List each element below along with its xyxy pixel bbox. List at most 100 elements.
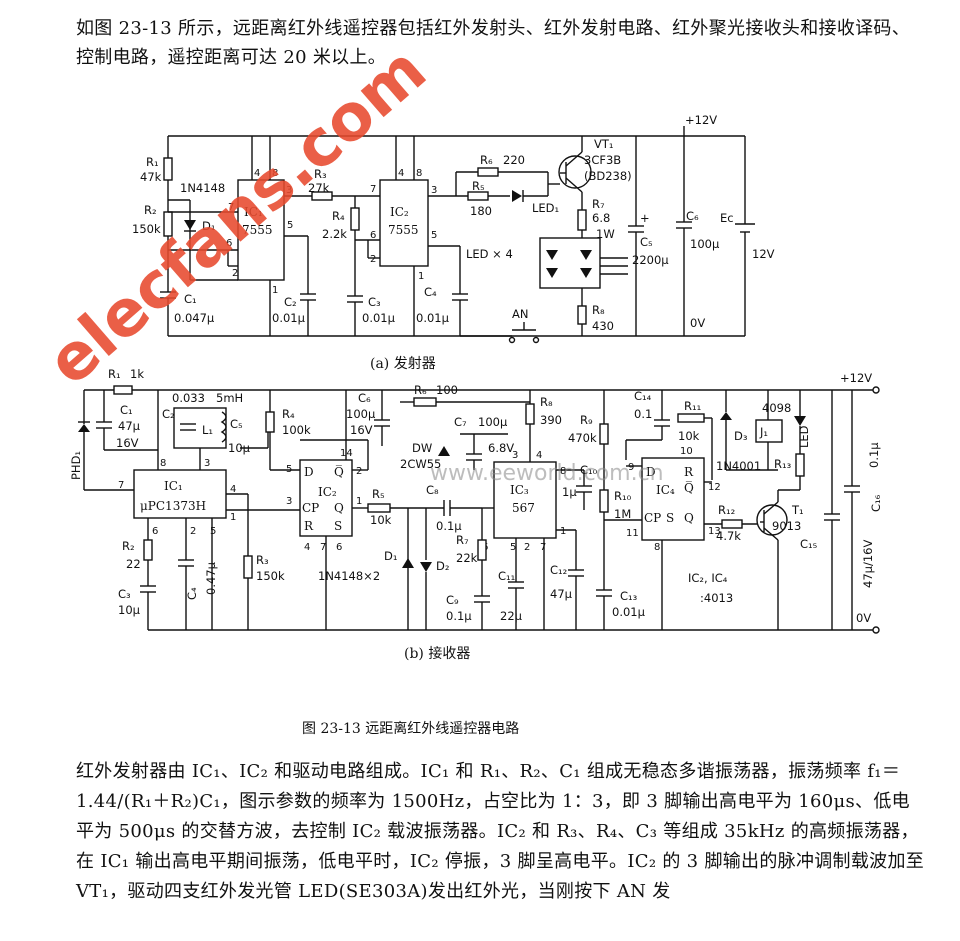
rx-c2-value: 0.033 — [172, 391, 205, 405]
tx-ic2-pin6: 6 — [370, 230, 376, 241]
tx-c1-label: C₁ — [184, 292, 197, 306]
rx-t1-part: 9013 — [772, 519, 801, 533]
rx-ic2-q: Q — [334, 501, 344, 515]
rx-led — [794, 416, 806, 426]
rx-diodes-part: 1N4148×2 — [318, 569, 380, 583]
rx-ic1-part: μPC1373H — [140, 499, 206, 513]
rx-c16-value: 0.1μ — [867, 442, 881, 468]
rx-phd1-label: PHD₁ — [69, 451, 83, 480]
rx-c7-value: 100μ — [478, 415, 508, 429]
rx-r4 — [265, 411, 275, 433]
rx-r4-label: R₄ — [282, 407, 295, 421]
tx-led1 — [512, 190, 522, 202]
tx-ic1-pin1: 1 — [272, 285, 278, 296]
rx-c11-label: C₁₁ — [498, 569, 515, 583]
rx-ic4-s: S — [666, 511, 674, 525]
tx-r6-label: R₆ — [480, 153, 493, 167]
rx-r8-value: 390 — [540, 413, 562, 427]
rx-l1-value: 5mH — [216, 391, 243, 405]
figure-caption: 图 23-13 远距离红外线遥控器电路 — [302, 720, 519, 737]
rx-c13-label: C₁₃ — [620, 589, 638, 603]
rx-r6-label: R₆ — [414, 383, 427, 397]
rx-ic1-pin5: 5 — [210, 526, 216, 537]
rx-dw-label: DW — [412, 441, 432, 455]
rx-ic3-pin1: 1 — [560, 526, 566, 537]
rx-c7-label: C₇ — [454, 415, 467, 429]
rx-ic3-pin7: 7 — [540, 542, 546, 553]
tx-ic1-pin3: 3 — [286, 185, 292, 196]
tx-c2-value: 0.01μ — [272, 311, 306, 325]
tx-c4-value: 0.01μ — [416, 311, 450, 325]
rx-ic3-part: 567 — [512, 501, 535, 515]
rx-r7 — [477, 539, 487, 561]
rx-ic4-cp: CP — [644, 511, 661, 525]
rx-supply-label: +12V — [840, 371, 872, 385]
rx-c6-label: C₆ — [358, 391, 371, 405]
rx-ic3-pin2: 2 — [524, 542, 530, 553]
tx-r6-value: 220 — [503, 153, 525, 167]
tx-d1-label: D₁ — [202, 219, 215, 233]
rx-r8 — [525, 403, 535, 425]
rx-r1 — [113, 385, 133, 395]
rx-c5-value: 10μ — [228, 441, 251, 455]
rx-d2-label: D₂ — [436, 559, 449, 573]
tx-ic2-pin2: 2 — [370, 254, 376, 265]
rx-ic4-pin10: 10 — [680, 446, 693, 457]
rx-ic4-pin12: 12 — [708, 482, 721, 493]
rx-lc-tank — [173, 407, 227, 449]
rx-r12-label: R₁₂ — [718, 503, 735, 517]
tx-r7 — [577, 209, 587, 231]
tx-r6 — [477, 167, 499, 177]
rx-ic1-pin1: 1 — [230, 512, 236, 523]
rx-c1-label: C₁ — [120, 403, 133, 417]
rx-j1-label: J₁ — [759, 425, 768, 439]
rx-ic4-qbar: Q̅ — [684, 480, 694, 495]
rx-r9-value: 470k — [568, 431, 597, 445]
rx-dw-value: 6.8V — [488, 441, 514, 455]
rx-c12-label: C₁₂ — [550, 563, 567, 577]
rx-r9 — [599, 423, 609, 445]
tx-r7-value: 6.8 — [592, 211, 610, 225]
tx-ic2-pin8: 8 — [416, 168, 422, 179]
rx-l1-coil — [220, 411, 227, 443]
rx-ic4-d: D — [646, 465, 656, 479]
rx-led-label: LED — [797, 425, 811, 448]
rx-ic2-pin2: 2 — [356, 466, 362, 477]
rx-c8-value: 0.1μ — [436, 519, 462, 533]
rx-ic3-pin5: 5 — [510, 542, 516, 553]
rx-ic3-label: IC₃ — [510, 483, 529, 497]
rx-ic3-pin4: 4 — [536, 450, 542, 461]
rx-ic2-r: R — [304, 519, 314, 533]
rx-c13-value: 0.01μ — [612, 605, 646, 619]
tx-ic1-part: 7555 — [242, 223, 273, 237]
tx-ic1-pin7: 7 — [228, 202, 234, 213]
tx-vt1-alt: (BD238) — [584, 169, 632, 183]
rx-ic2-pin4: 4 — [304, 542, 310, 553]
rx-ic2-pin6: 6 — [336, 542, 342, 553]
tx-r8 — [577, 305, 587, 325]
rx-c1-value: 47μ — [118, 419, 141, 433]
rx-c3-value: 10μ — [118, 603, 141, 617]
rx-ic1 — [133, 469, 227, 519]
rx-ic2-pin3: 3 — [286, 496, 292, 507]
rx-d3 — [720, 412, 732, 420]
tx-c5-label: C₅ — [640, 235, 653, 249]
tx-d1-diode — [184, 220, 196, 230]
rx-r3-value: 150k — [256, 569, 285, 583]
rx-r7-label: R₇ — [456, 533, 469, 547]
rx-d2 — [420, 562, 432, 572]
tx-r5-label: R₅ — [472, 179, 485, 193]
tx-c6-value: 100μ — [690, 237, 720, 251]
rx-c12-value: 47μ — [550, 587, 573, 601]
rx-ic1-pin7: 7 — [118, 480, 124, 491]
tx-ground-label: 0V — [690, 316, 705, 330]
rx-d1 — [402, 558, 414, 568]
rx-ic4-pin11: 11 — [626, 528, 639, 539]
rx-c15-label: C₁₅ — [800, 537, 818, 551]
rx-ground-label: 0V — [856, 611, 871, 625]
rx-ic24-label: IC₂, IC₄ — [688, 571, 728, 585]
rx-d3-label: D₃ — [734, 429, 748, 443]
tx-ic1-pin4: 4 — [254, 168, 260, 179]
tx-r3-label: R₃ — [314, 167, 327, 181]
tx-r4-value: 2.2k — [322, 227, 347, 241]
